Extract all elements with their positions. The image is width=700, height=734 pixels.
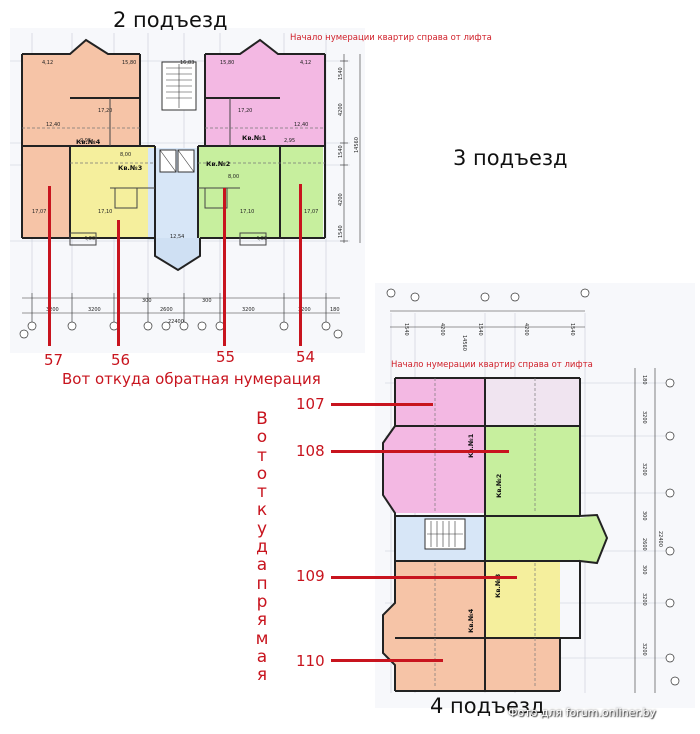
dim-right: 3200 [641, 411, 647, 424]
dim-bottom: 3200 [46, 307, 59, 313]
caption-reverse-numbering: Вот откуда обратная нумерация [62, 370, 321, 388]
room-area: 17,20 [238, 108, 252, 114]
room-area: 16,83 [180, 60, 194, 66]
numbering-note-bottom: Начало нумерации квартир справа от лифта [391, 360, 593, 370]
room-area: 4,00 [84, 236, 95, 242]
dim-top: 4200 [439, 323, 445, 336]
dim-bottom: 2600 [160, 307, 173, 313]
dim-right: 3200 [641, 593, 647, 606]
dim-bottom: 180 [330, 307, 340, 313]
dim-right: 4200 [338, 103, 344, 116]
floor-plan-bottom: Кв.№1 Кв.№2 Кв.№3 Кв.№4 1540 4200 1540 4… [375, 283, 695, 708]
dim-right: 2600 [641, 538, 647, 551]
room-area: 12,54 [170, 234, 184, 240]
room-area: 2,95 [284, 138, 295, 144]
apartment-number-56: 56 [111, 351, 131, 369]
entrance-2-label: 2 подъезд [113, 8, 228, 32]
dim-bottom: 300 [202, 298, 212, 304]
room-area: 4,00 [256, 236, 267, 242]
entrance-3-label: 3 подъезд [453, 146, 568, 170]
marker-line-55 [223, 188, 226, 346]
apartment-number-109: 109 [296, 567, 325, 585]
room-area: 12,40 [294, 122, 308, 128]
apartment-number-107: 107 [296, 395, 325, 413]
room-area: 17,07 [32, 209, 46, 215]
marker-line-108 [331, 450, 509, 453]
dim-right: 3200 [641, 643, 647, 656]
dim-top: 1540 [569, 323, 575, 336]
total-width: 22400 [168, 319, 184, 325]
room-area: 4,12 [42, 60, 53, 66]
marker-line-57 [48, 186, 51, 346]
dim-right: 300 [641, 565, 647, 575]
dim-top: 1540 [403, 323, 409, 336]
marker-line-110 [331, 659, 443, 662]
dim-right: 1540 [338, 145, 344, 158]
dim-bottom: 300 [142, 298, 152, 304]
apartment-number-57: 57 [44, 351, 64, 369]
apartment-label: Кв.№3 [494, 574, 502, 598]
apartment-label: Кв.№1 [242, 134, 267, 142]
room-area: 12,40 [46, 122, 60, 128]
dim-bottom: 3200 [88, 307, 101, 313]
apartment-label: Кв.№1 [467, 433, 475, 458]
apartment-number-108: 108 [296, 442, 325, 460]
room-area: 17,10 [98, 209, 112, 215]
room-area: 15,80 [220, 60, 234, 66]
room-area: 15,80 [122, 60, 136, 66]
floor-plan-top: 4,12 15,80 16,83 15,80 4,12 17,20 17,20 … [10, 28, 365, 353]
apartment-label: Кв.№4 [76, 138, 101, 146]
apartment-label: Кв.№3 [118, 164, 142, 172]
numbering-note-top: Начало нумерации квартир справа от лифта [290, 33, 492, 43]
apartment-label: Кв.№2 [206, 160, 230, 168]
dim-right: 300 [641, 511, 647, 521]
watermark: Фото для forum.onliner.by [508, 706, 656, 719]
room-area: 17,10 [240, 209, 254, 215]
marker-line-107 [331, 403, 433, 406]
dim-bottom: 3200 [298, 307, 311, 313]
apartment-label: Кв.№4 [467, 608, 475, 633]
dim-bottom: 3200 [242, 307, 255, 313]
entrance-4-label: 4 подъезд [430, 694, 545, 718]
room-area: 2,95 [80, 138, 91, 144]
apartment-number-110: 110 [296, 652, 325, 670]
floor-plan-bottom-drawing: Кв.№1 Кв.№2 Кв.№3 Кв.№4 1540 4200 1540 4… [375, 283, 695, 708]
dim-top: 1540 [477, 323, 483, 336]
total-depth: 14560 [354, 137, 360, 153]
apartment-number-54: 54 [296, 348, 316, 366]
room-area: 4,12 [300, 60, 311, 66]
dim-right: 1540 [338, 225, 344, 238]
room-area: 8,00 [228, 174, 239, 180]
marker-line-54 [299, 184, 302, 346]
floor-plan-top-drawing: 4,12 15,80 16,83 15,80 4,12 17,20 17,20 … [10, 28, 365, 353]
room-area: 17,07 [304, 209, 318, 215]
apartment-number-55: 55 [216, 348, 236, 366]
room-area: 17,20 [98, 108, 112, 114]
dim-right: 4200 [338, 193, 344, 206]
marker-line-109 [331, 576, 517, 579]
apartment-label: Кв.№2 [495, 474, 503, 498]
room-area: 8,00 [120, 152, 131, 158]
dim-top: 4200 [523, 323, 529, 336]
total-width: 22400 [657, 531, 663, 547]
dim-right: 180 [641, 375, 647, 385]
total-depth: 14560 [461, 335, 467, 351]
marker-line-56 [117, 220, 120, 346]
dim-right: 3200 [641, 463, 647, 476]
dim-right: 1540 [338, 67, 344, 80]
